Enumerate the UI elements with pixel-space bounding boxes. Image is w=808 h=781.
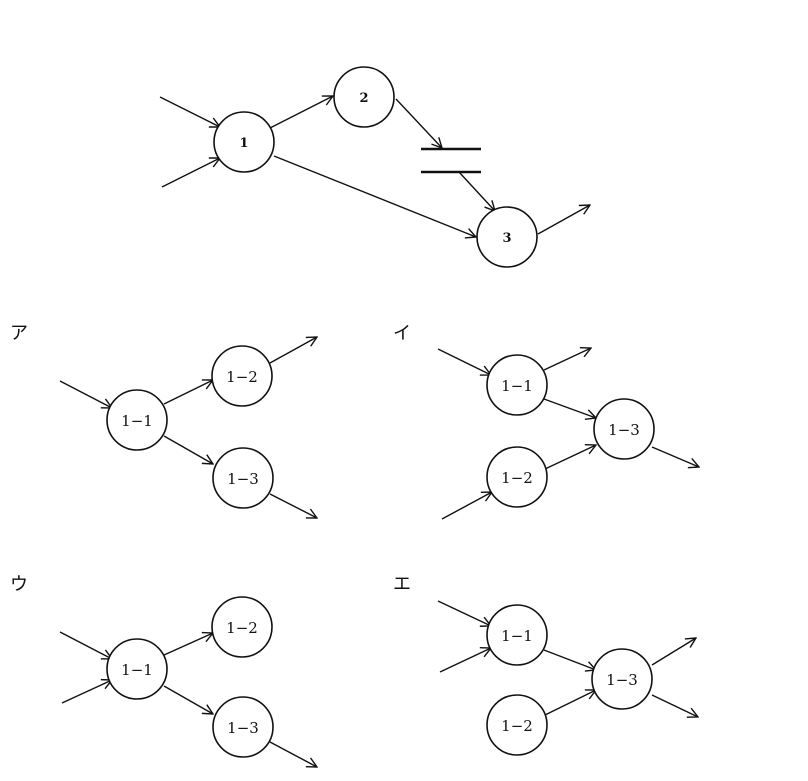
option-i-edge-1-3-out xyxy=(651,446,699,467)
option-i-node-1-3: 1−3 xyxy=(593,398,655,460)
main-edge-in-bottom xyxy=(161,158,220,188)
main-edge-2-barrier xyxy=(395,98,442,148)
option-u-node-1-2-label: 1−2 xyxy=(226,619,258,637)
main-node-3: 3 xyxy=(476,206,538,268)
option-a-edge-1-3-out xyxy=(269,493,317,518)
option-u-node-1-1-label: 1−1 xyxy=(121,661,153,679)
option-i-edge-in-bottom xyxy=(441,492,492,520)
option-i-edge-in-top xyxy=(437,348,491,375)
main-node-1-label: 1 xyxy=(239,136,248,151)
option-a-node-1-3-label: 1−3 xyxy=(227,470,259,488)
main-edge-1-2 xyxy=(269,96,333,129)
option-u-label: ウ xyxy=(10,574,28,595)
option-a-edge-in xyxy=(59,380,112,408)
main-node-2: 2 xyxy=(333,66,395,128)
main-node-1: 1 xyxy=(213,111,275,173)
main-node-3-label: 3 xyxy=(502,231,511,246)
option-a-node-1-2: 1−2 xyxy=(211,345,273,407)
option-i-edge-1-2-to-1-3 xyxy=(544,445,596,470)
option-e-edge-1-1-to-1-3 xyxy=(543,649,596,670)
main-diagram: 1 2 3 xyxy=(159,66,590,268)
option-e-label: エ xyxy=(393,574,411,595)
option-i-node-1-2-label: 1−2 xyxy=(501,469,533,487)
option-e-node-1-3-label: 1−3 xyxy=(606,671,638,689)
option-i-label: イ xyxy=(393,323,411,344)
option-u-node-1-3: 1−3 xyxy=(212,696,274,758)
option-a: ア 1−1 1−2 1−3 xyxy=(10,323,317,518)
option-a-edge-1-1-to-1-3 xyxy=(163,435,213,464)
option-a-node-1-2-label: 1−2 xyxy=(226,368,258,386)
main-node-2-label: 2 xyxy=(359,91,368,106)
option-a-edge-1-1-to-1-2 xyxy=(163,380,213,405)
option-a-label: ア xyxy=(10,323,28,344)
option-i-node-1-1: 1−1 xyxy=(486,354,548,416)
option-i-edge-1-1-to-1-3 xyxy=(543,398,596,418)
option-u-edge-in-bottom xyxy=(61,680,112,704)
option-e-edge-1-3-out-bottom xyxy=(651,694,698,717)
option-a-node-1-1-label: 1−1 xyxy=(121,412,153,430)
option-u-edge-in-top xyxy=(59,631,112,659)
main-edge-barrier-3 xyxy=(458,171,495,211)
option-e-node-1-2: 1−2 xyxy=(486,694,548,756)
option-i: イ 1−1 1−2 1−3 xyxy=(393,323,699,520)
option-a-node-1-1: 1−1 xyxy=(106,389,168,451)
option-u-node-1-3-label: 1−3 xyxy=(227,719,259,737)
option-u-edge-1-3-out xyxy=(269,741,317,767)
option-i-node-1-1-label: 1−1 xyxy=(501,377,533,395)
option-e-node-1-2-label: 1−2 xyxy=(501,717,533,735)
main-edge-1-3 xyxy=(273,155,476,237)
option-e-node-1-3: 1−3 xyxy=(591,648,653,710)
main-edge-in-top xyxy=(159,96,220,127)
option-e-edge-1-2-to-1-3 xyxy=(544,690,596,716)
option-e-edge-in-bottom xyxy=(439,648,491,673)
option-i-edge-1-1-out xyxy=(543,348,591,371)
main-edge-out xyxy=(537,205,590,235)
option-u-edge-1-1-to-1-3 xyxy=(163,685,213,714)
option-i-node-1-3-label: 1−3 xyxy=(608,421,640,439)
option-u: ウ 1−1 1−2 1−3 xyxy=(10,574,317,767)
option-a-node-1-3: 1−3 xyxy=(212,447,274,509)
option-e-node-1-1-label: 1−1 xyxy=(501,627,533,645)
option-e-edge-1-3-out-top xyxy=(651,638,696,666)
option-e: エ 1−1 1−2 1−3 xyxy=(393,574,698,756)
option-u-node-1-2: 1−2 xyxy=(211,596,273,658)
option-e-node-1-1: 1−1 xyxy=(486,604,548,666)
option-a-edge-1-2-out xyxy=(269,337,317,364)
option-u-node-1-1: 1−1 xyxy=(106,638,168,700)
option-u-edge-1-1-to-1-2 xyxy=(163,633,213,656)
option-i-node-1-2: 1−2 xyxy=(486,446,548,508)
option-e-edge-in-top xyxy=(437,600,491,626)
